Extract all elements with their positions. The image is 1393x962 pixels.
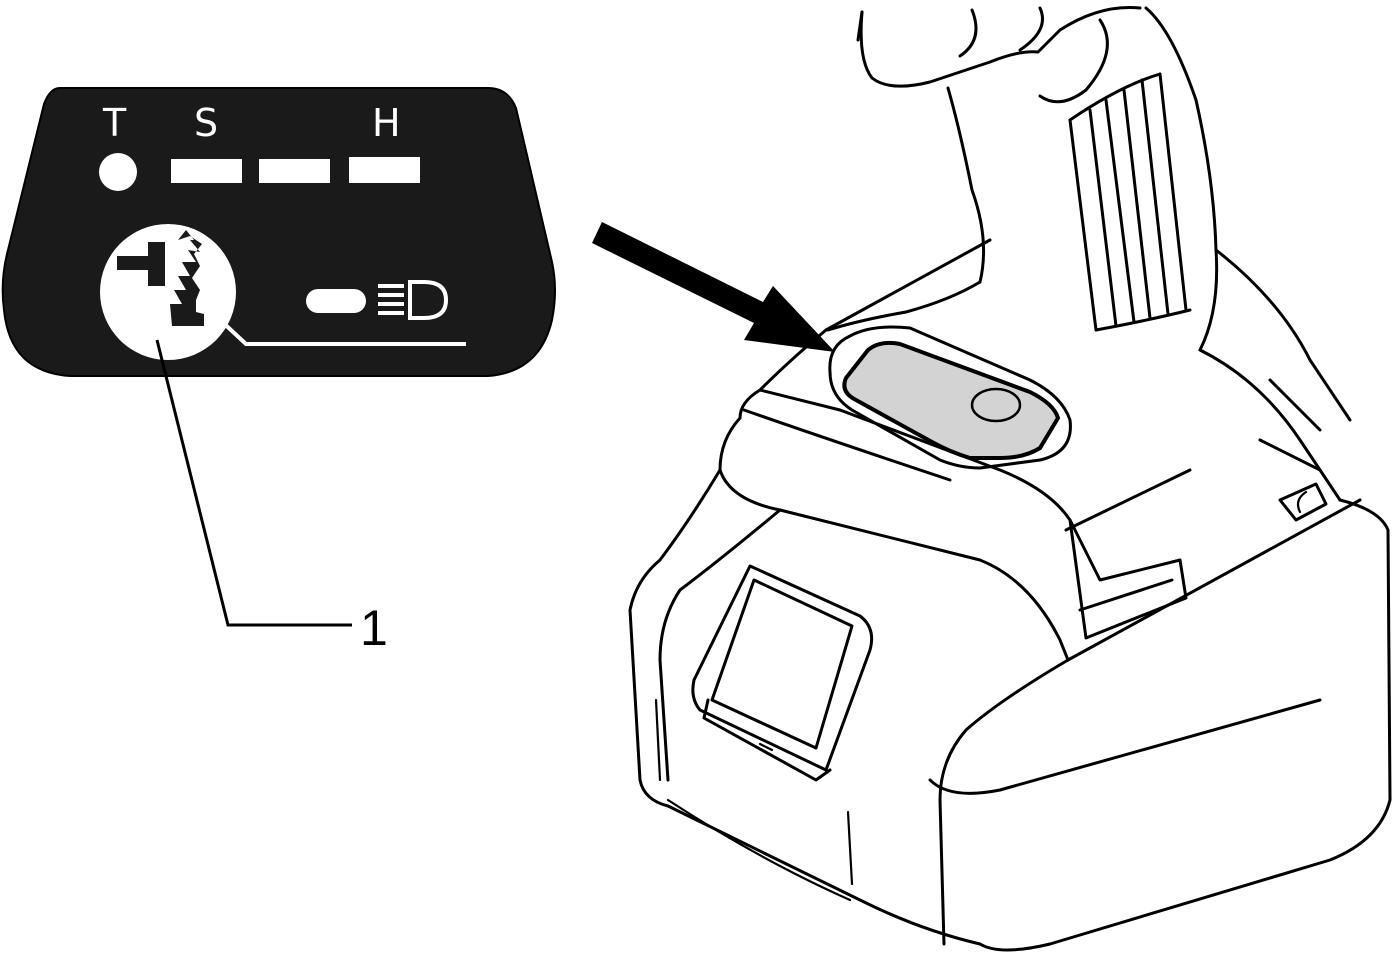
light-button-icon — [378, 280, 449, 320]
application-mode-button-face[interactable] — [100, 224, 236, 360]
tool-handle — [946, 72, 1219, 352]
light-button-face[interactable] — [306, 289, 366, 313]
speed-level-bar-2 — [259, 159, 330, 183]
control-panel-background — [1, 87, 556, 377]
pointer-arrow — [592, 222, 835, 352]
tool-panel-button-dot[interactable] — [970, 387, 1022, 423]
callout-number: 1 — [360, 600, 388, 656]
application-mode-button[interactable] — [100, 224, 466, 360]
battery-pack — [628, 468, 1392, 952]
mode-letter-t: T — [102, 101, 127, 145]
pointer-arrow-shape — [592, 222, 835, 352]
tool-panel-button-face[interactable] — [842, 340, 1061, 460]
tool-panel-button-bezel — [828, 325, 1072, 470]
callout-leader-line — [155, 339, 352, 627]
callout-1: 1 — [155, 339, 388, 656]
mode-indicator-lamp — [99, 153, 137, 191]
control-panel: T S H — [1, 87, 556, 377]
speed-level-bar-1 — [171, 159, 242, 183]
mode-letter-s: S — [194, 101, 218, 145]
button-leader-line — [216, 316, 466, 346]
mode-letter-h: H — [372, 101, 401, 145]
tool-housing — [718, 238, 1352, 662]
impact-driver-illustration — [628, 6, 1392, 952]
hand — [856, 6, 1198, 104]
speed-level-bar-3 — [349, 157, 420, 183]
tool-panel-button[interactable] — [828, 325, 1072, 470]
light-button[interactable] — [306, 280, 449, 320]
application-mode-button-icon — [117, 230, 204, 326]
